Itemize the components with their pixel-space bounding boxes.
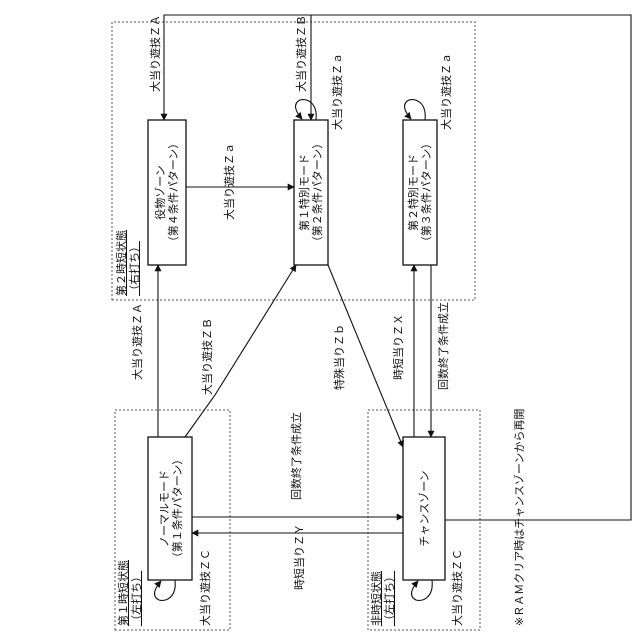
- label-zy-jitan: 時短当りＺＹ: [294, 524, 306, 590]
- state-label-first: 第１時短状態 （左打ち）: [117, 560, 143, 626]
- mode-label-chance: チャンスゾーン: [418, 437, 431, 580]
- mode-oiuchi-title: 役物ゾーン: [154, 120, 167, 265]
- mode-special2-title: 第２特別モード: [407, 120, 420, 265]
- loop-special1: [296, 100, 317, 120]
- label-zb-mid: 大当り遊技ＺＢ: [202, 318, 214, 395]
- mode-special1-title: 第１特別モード: [298, 120, 311, 265]
- mode-oiuchi-pattern: （第４条件パターン）: [167, 120, 180, 265]
- label-za-special2: 大当り遊技Ｚａ: [441, 53, 453, 130]
- label-za-oiuchi: 大当り遊技Ｚａ: [224, 143, 236, 220]
- mode-label-normal: ノーマルモード （第１条件パターン）: [158, 437, 184, 580]
- state-second-name: 第２時短状態: [115, 230, 128, 296]
- label-zb-top: 大当り遊技ＺＢ: [296, 15, 308, 92]
- label-count-end-right: 回数終了条件成立: [438, 302, 450, 390]
- mode-special2-pattern: （第３条件パターン）: [420, 120, 433, 265]
- mode-label-oiuchi: 役物ゾーン （第４条件パターン）: [154, 120, 180, 265]
- label-za-special1: 大当り遊技Ｚａ: [332, 53, 344, 130]
- arrow-chance-to-oiuchi: [164, 15, 631, 520]
- loop-chance: [412, 580, 433, 600]
- state-first-name: 第１時短状態: [117, 560, 130, 626]
- mode-label-special2: 第２特別モード （第３条件パターン）: [407, 120, 433, 265]
- mode-normal-title: ノーマルモード: [158, 437, 171, 580]
- state-label-nonjitan: 非時短状態 （左打ち）: [370, 571, 396, 626]
- state-nonjitan-sub: （左打ち）: [383, 571, 396, 626]
- label-count-end-bottom: 回数終了条件成立: [291, 412, 303, 500]
- loop-normal: [155, 580, 176, 600]
- mode-chance-title: チャンスゾーン: [418, 437, 431, 580]
- state-first-sub: （左打ち）: [130, 560, 143, 626]
- label-za-top: 大当り遊技ＺＡ: [150, 15, 162, 92]
- mode-label-special1: 第１特別モード （第２条件パターン）: [298, 120, 324, 265]
- state-nonjitan-name: 非時短状態: [370, 571, 383, 626]
- label-zb-tokushu: 特殊当りＺｂ: [334, 324, 346, 390]
- label-za-mid: 大当り遊技ＺＡ: [132, 303, 144, 380]
- mode-special1-pattern: （第２条件パターン）: [311, 120, 324, 265]
- state-second-sub: （右打ち）: [128, 230, 141, 296]
- label-zc-chance: 大当り遊技ＺＣ: [452, 549, 464, 626]
- mode-normal-pattern: （第１条件パターン）: [171, 437, 184, 580]
- label-zx-jitan: 時短当りＺＸ: [393, 314, 405, 380]
- footnote: ※ＲＡＭクリア時はチャンスゾーンから再開: [514, 409, 526, 626]
- loop-special2: [405, 100, 426, 120]
- state-label-second: 第２時短状態 （右打ち）: [115, 230, 141, 296]
- label-zc-normal: 大当り遊技ＺＣ: [200, 549, 212, 626]
